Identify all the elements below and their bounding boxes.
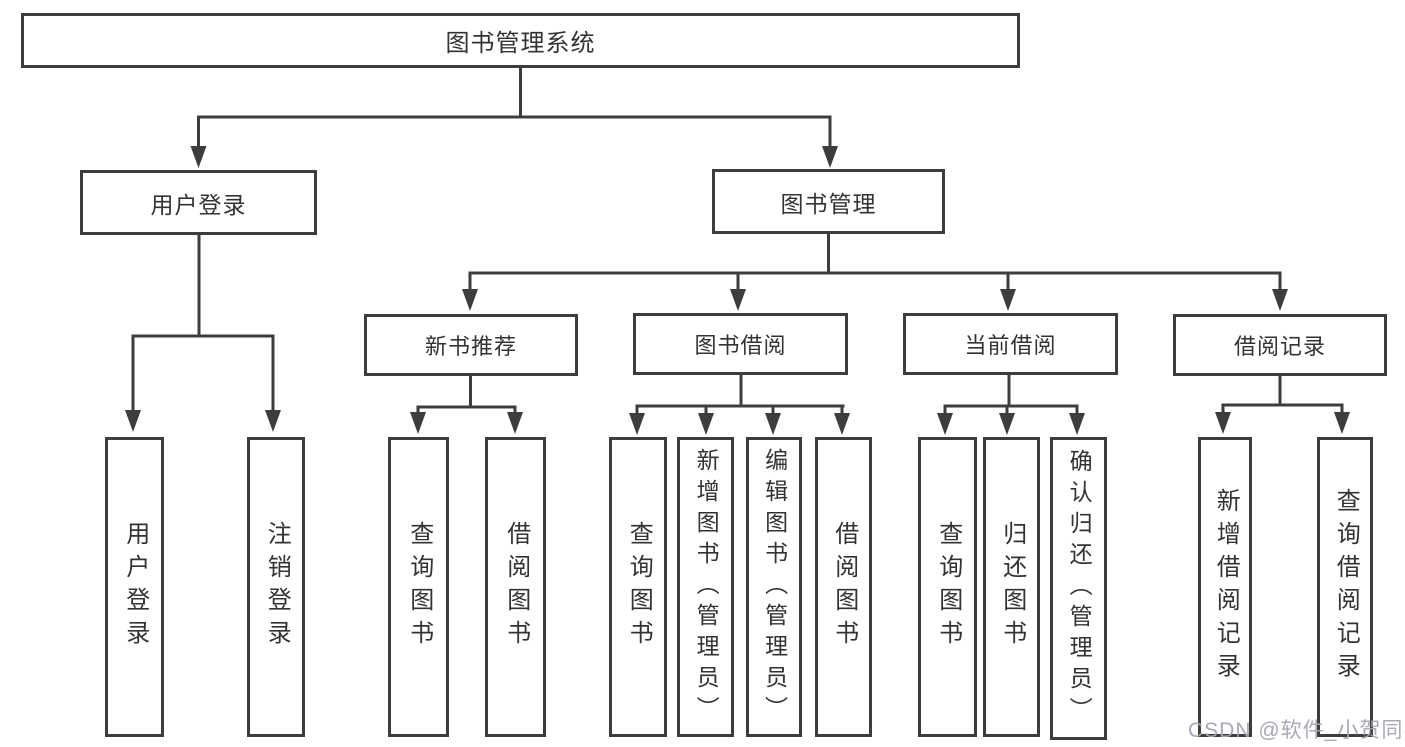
node-book-borrowing: 图书借阅 xyxy=(633,313,848,375)
leaf-add-book-admin-label: 新增图书（管理员） xyxy=(693,447,720,727)
node-root: 图书管理系统 xyxy=(21,13,1020,68)
leaf-borrow-books: 借阅图书 xyxy=(815,437,872,737)
node-borrowing-records: 借阅记录 xyxy=(1173,314,1387,376)
node-new-book-recommendation: 新书推荐 xyxy=(364,314,578,376)
leaf-borrow-query-books: 查询图书 xyxy=(609,437,667,737)
leaf-borrow-books-label: 借阅图书 xyxy=(830,521,858,653)
node-user-login: 用户登录 xyxy=(80,170,317,235)
leaf-return-books-label: 归还图书 xyxy=(998,521,1026,653)
node-new-book-recommendation-label: 新书推荐 xyxy=(424,334,517,359)
leaf-rec-query-books-label: 查询图书 xyxy=(405,521,433,653)
leaf-add-borrow-record-label: 新增借阅记录 xyxy=(1212,488,1240,686)
leaf-return-books: 归还图书 xyxy=(983,437,1040,737)
leaf-borrow-query-books-label: 查询图书 xyxy=(625,521,653,653)
leaf-current-query-books: 查询图书 xyxy=(918,437,977,737)
leaf-confirm-return-admin: 确认归还（管理员） xyxy=(1050,437,1107,740)
leaf-current-query-books-label: 查询图书 xyxy=(934,521,962,653)
leaf-rec-query-books: 查询图书 xyxy=(388,437,449,737)
leaf-confirm-return-admin-label: 确认归还（管理员） xyxy=(1066,449,1093,728)
node-current-borrowing: 当前借阅 xyxy=(903,313,1118,375)
leaf-user-login-label: 用户登录 xyxy=(121,521,149,653)
leaf-edit-book-admin-label: 编辑图书（管理员） xyxy=(761,447,788,727)
leaf-rec-borrow-books: 借阅图书 xyxy=(485,437,546,737)
node-book-management-label: 图书管理 xyxy=(780,190,877,217)
leaf-logout-label: 注销登录 xyxy=(263,521,291,653)
leaf-edit-book-admin: 编辑图书（管理员） xyxy=(746,437,802,737)
node-current-borrowing-label: 当前借阅 xyxy=(964,333,1057,358)
leaf-query-borrow-record: 查询借阅记录 xyxy=(1317,437,1373,737)
leaf-logout: 注销登录 xyxy=(247,437,305,737)
leaf-add-borrow-record: 新增借阅记录 xyxy=(1198,437,1252,737)
node-borrowing-records-label: 借阅记录 xyxy=(1233,334,1326,359)
leaf-query-borrow-record-label: 查询借阅记录 xyxy=(1332,488,1360,686)
csdn-watermark: CSDN @软件_小贺同学 xyxy=(1188,719,1405,742)
arrowheads xyxy=(125,146,1350,435)
node-user-login-label: 用户登录 xyxy=(150,191,247,218)
leaf-user-login: 用户登录 xyxy=(105,437,164,737)
node-book-borrowing-label: 图书借阅 xyxy=(694,333,787,358)
node-book-management: 图书管理 xyxy=(712,169,945,234)
node-root-label: 图书管理系统 xyxy=(445,30,596,57)
leaf-rec-borrow-books-label: 借阅图书 xyxy=(502,521,530,653)
leaf-add-book-admin: 新增图书（管理员） xyxy=(677,437,734,737)
